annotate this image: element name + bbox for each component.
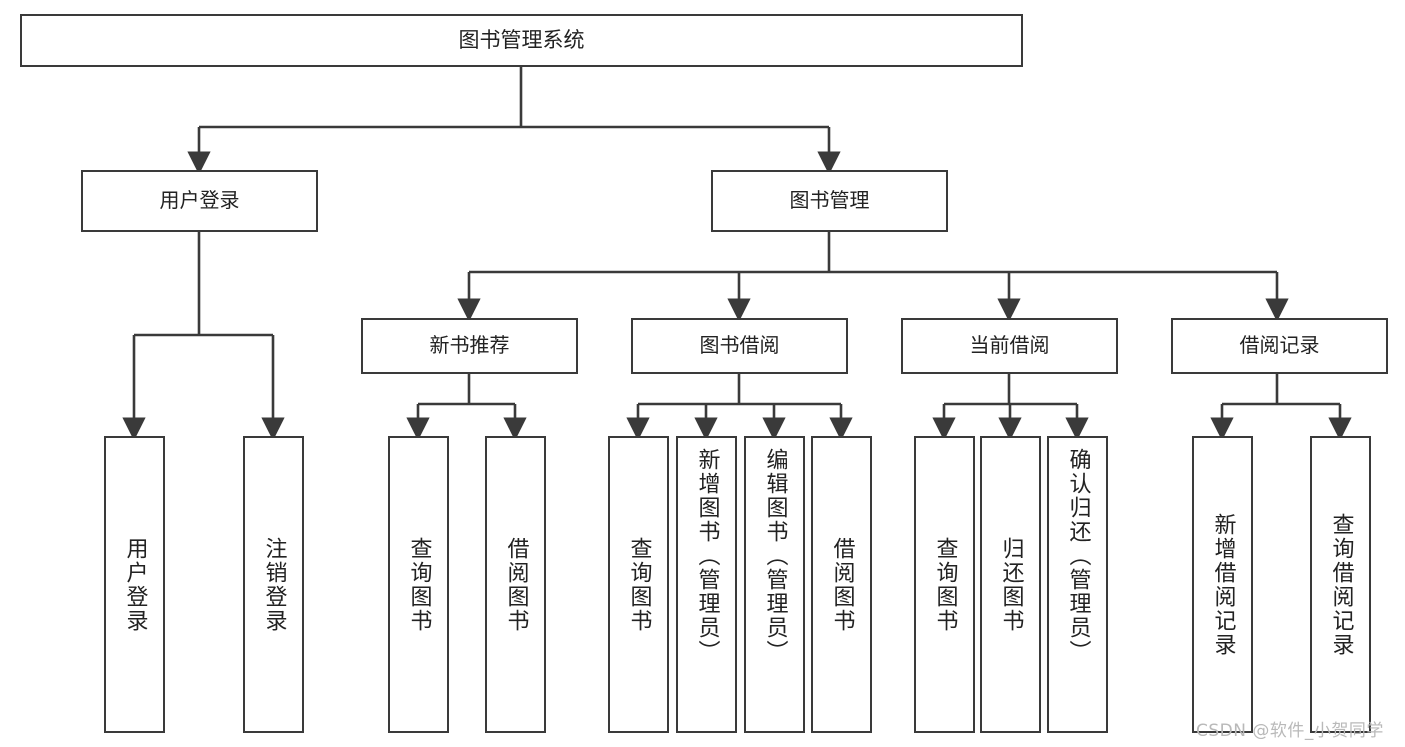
node-book-borrow[interactable]: 图书借阅 <box>631 318 848 374</box>
node-leaf-add-book-label: 新增图书（管理员） <box>694 448 720 664</box>
node-leaf-confirm-return[interactable]: 确认归还（管理员） <box>1047 436 1108 733</box>
node-leaf-query-book-3[interactable]: 查询图书 <box>914 436 975 733</box>
node-leaf-logout-label: 注销登录 <box>261 536 287 633</box>
node-new-book-rec[interactable]: 新书推荐 <box>361 318 578 374</box>
node-leaf-query-record-label: 查询借阅记录 <box>1328 512 1354 657</box>
node-leaf-logout[interactable]: 注销登录 <box>243 436 304 733</box>
node-leaf-return-book[interactable]: 归还图书 <box>980 436 1041 733</box>
node-leaf-edit-book[interactable]: 编辑图书（管理员） <box>744 436 805 733</box>
node-leaf-add-record-label: 新增借阅记录 <box>1210 512 1236 657</box>
node-root[interactable]: 图书管理系统 <box>20 14 1023 67</box>
node-book-mgmt[interactable]: 图书管理 <box>711 170 948 232</box>
node-book-borrow-label: 图书借阅 <box>699 333 780 358</box>
node-leaf-add-record[interactable]: 新增借阅记录 <box>1192 436 1253 733</box>
node-borrow-record[interactable]: 借阅记录 <box>1171 318 1388 374</box>
node-current-borrow-label: 当前借阅 <box>969 333 1050 358</box>
node-leaf-add-book[interactable]: 新增图书（管理员） <box>676 436 737 733</box>
node-leaf-user-login-label: 用户登录 <box>122 536 148 633</box>
node-borrow-record-label: 借阅记录 <box>1239 333 1320 358</box>
node-book-mgmt-label: 图书管理 <box>789 188 870 213</box>
node-user-login[interactable]: 用户登录 <box>81 170 318 232</box>
node-leaf-borrow-book-1-label: 借阅图书 <box>503 536 529 633</box>
node-leaf-query-book-1-label: 查询图书 <box>406 536 432 633</box>
node-leaf-user-login[interactable]: 用户登录 <box>104 436 165 733</box>
node-leaf-confirm-return-label: 确认归还（管理员） <box>1065 448 1091 664</box>
node-leaf-query-record[interactable]: 查询借阅记录 <box>1310 436 1371 733</box>
node-leaf-edit-book-label: 编辑图书（管理员） <box>762 448 788 664</box>
node-leaf-query-book-1[interactable]: 查询图书 <box>388 436 449 733</box>
node-leaf-return-book-label: 归还图书 <box>998 536 1024 633</box>
node-leaf-borrow-book-2[interactable]: 借阅图书 <box>811 436 872 733</box>
node-new-book-rec-label: 新书推荐 <box>429 333 510 358</box>
node-leaf-query-book-2-label: 查询图书 <box>626 536 652 633</box>
watermark-text: CSDN @软件_小贺同学 <box>1196 721 1384 741</box>
node-root-label: 图书管理系统 <box>458 28 585 53</box>
node-current-borrow[interactable]: 当前借阅 <box>901 318 1118 374</box>
node-leaf-borrow-book-2-label: 借阅图书 <box>829 536 855 633</box>
node-user-login-label: 用户登录 <box>159 188 240 213</box>
node-leaf-query-book-3-label: 查询图书 <box>932 536 958 633</box>
node-leaf-query-book-2[interactable]: 查询图书 <box>608 436 669 733</box>
node-leaf-borrow-book-1[interactable]: 借阅图书 <box>485 436 546 733</box>
